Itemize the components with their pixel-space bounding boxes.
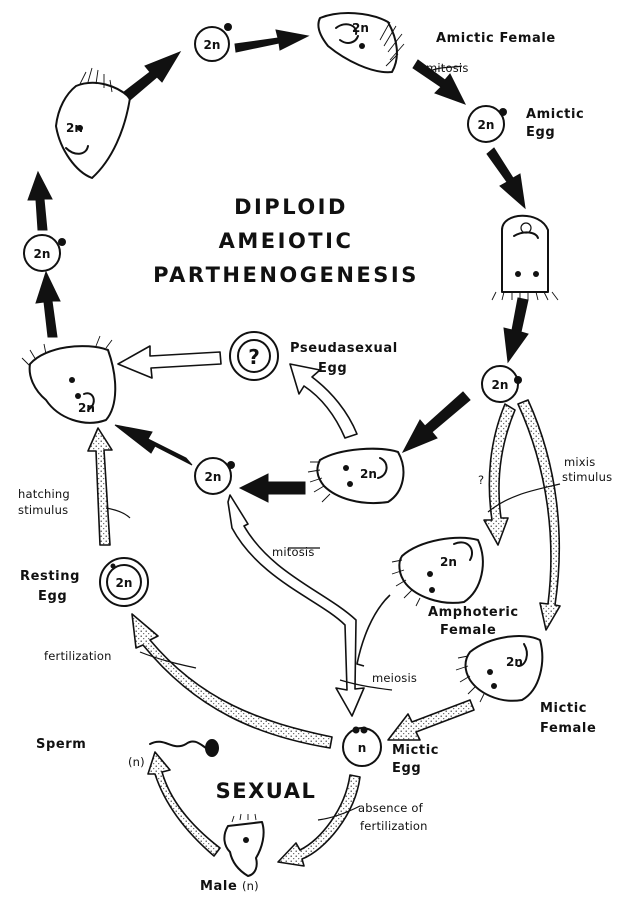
- label-resting-egg-2: Egg: [38, 589, 67, 604]
- arrow-amictic-egg-to-embryo: [487, 148, 525, 208]
- title-line-1: DIPLOID: [234, 195, 348, 219]
- amictic-female-top-ploidy: 2n: [352, 21, 369, 35]
- arrow-pseudosexual-to-female: [118, 346, 221, 378]
- embryo-right: [492, 216, 558, 300]
- arrow-egg-to-female-lower: [403, 392, 470, 452]
- amictic-egg: 2n: [468, 106, 507, 142]
- label-pseudosexual-2: Egg: [318, 361, 347, 376]
- label-absence-2: fertilization: [360, 819, 428, 833]
- label-meiosis: meiosis: [372, 671, 417, 685]
- label-resting-egg-1: Resting: [20, 569, 80, 584]
- arrow-mictic-female-to-mictic-egg: [388, 700, 474, 740]
- arrow-mictic-egg-to-resting-egg: [132, 614, 332, 748]
- amphoteric-female-ploidy: 2n: [440, 555, 457, 569]
- arrow-male-to-sperm: [148, 752, 220, 856]
- egg-center-lower-ploidy: 2n: [205, 470, 222, 484]
- resting-egg: 2n: [100, 558, 148, 606]
- label-sperm-n: (n): [128, 755, 145, 769]
- diagram-title: DIPLOID AMEIOTIC PARTHENOGENESIS: [153, 195, 419, 287]
- label-sperm: Sperm: [36, 737, 86, 752]
- title-line-3: PARTHENOGENESIS: [153, 263, 419, 287]
- arrow-egg-to-mictic-female: [518, 400, 560, 630]
- label-mixis-2: stimulus: [562, 470, 612, 484]
- arrow-female-to-egg-upper: [124, 52, 180, 100]
- arrow-egg-to-amictic-female: [235, 30, 308, 52]
- egg-left-ploidy: 2n: [34, 247, 51, 261]
- egg-right-lower-ploidy: 2n: [492, 378, 509, 392]
- mictic-female-ploidy: 2n: [506, 655, 523, 669]
- label-pseudosexual-1: Pseudasexual: [290, 341, 398, 356]
- egg-left: 2n: [24, 235, 66, 271]
- egg-right-lower: 2n: [482, 366, 522, 402]
- amphoteric-female: 2n: [392, 538, 483, 606]
- title-line-2: AMEIOTIC: [219, 229, 354, 253]
- arrow-egg-to-female-upper-left: [28, 172, 52, 230]
- label-male: Male: [200, 879, 237, 894]
- label-amictic-egg-1: Amictic: [526, 107, 584, 122]
- amictic-egg-ploidy: 2n: [478, 118, 495, 132]
- label-amictic-egg-2: Egg: [526, 125, 555, 140]
- female-upper-left: 2n: [56, 68, 130, 178]
- female-upper-left-ploidy: 2n: [66, 121, 83, 135]
- label-amphoteric-1: Amphoteric: [428, 605, 519, 620]
- pseudosexual-egg-symbol: ?: [248, 345, 260, 369]
- male: [224, 814, 263, 876]
- female-center-lower: 2n: [308, 449, 403, 503]
- mictic-egg-ploidy: n: [358, 741, 367, 755]
- arrow-mitosis-to-mictic-egg: [228, 495, 364, 716]
- label-mictic-female-1: Mictic: [540, 701, 587, 716]
- egg-top: 2n: [195, 23, 232, 61]
- arrow-egg-to-female-left: [115, 425, 192, 465]
- label-mitosis-top: mitosis: [426, 61, 469, 75]
- sperm: [150, 739, 219, 757]
- egg-center-lower: 2n: [195, 458, 235, 494]
- arrow-resting-egg-to-female: [88, 428, 112, 545]
- label-hatching-1: hatching: [18, 487, 70, 501]
- label-mictic-egg-1: Mictic: [392, 743, 439, 758]
- label-mictic-female-2: Female: [540, 721, 596, 736]
- label-fertilization: fertilization: [44, 649, 112, 663]
- mictic-egg: n: [343, 727, 381, 767]
- female-center-lower-ploidy: 2n: [360, 467, 377, 481]
- label-male-n: (n): [242, 879, 259, 893]
- female-left-ploidy: 2n: [78, 401, 95, 415]
- label-mixis-1: mixis: [564, 455, 595, 469]
- label-mitosis-mid: mitosis: [272, 545, 315, 559]
- label-hatching-2: stimulus: [18, 503, 68, 517]
- resting-egg-ploidy: 2n: [116, 576, 133, 590]
- mictic-female: 2n: [456, 636, 542, 702]
- label-amphoteric-2: Female: [440, 623, 496, 638]
- amictic-female-top: 2n: [318, 13, 404, 72]
- leader-lines: [106, 66, 560, 820]
- label-amictic-female: Amictic Female: [436, 31, 556, 46]
- arrow-embryo-to-egg: [504, 298, 528, 362]
- arrow-female-to-egg-left: [36, 272, 60, 337]
- label-absence-1: absence of: [358, 801, 424, 815]
- label-mictic-egg-2: Egg: [392, 761, 421, 776]
- pseudosexual-egg: ?: [230, 332, 278, 380]
- arrow-amphoteric-branch: [357, 595, 390, 666]
- label-question: ?: [478, 473, 484, 487]
- arrow-female-to-egg-lower: [240, 474, 305, 502]
- sexual-label: SEXUAL: [216, 779, 317, 803]
- female-left: 2n: [22, 336, 115, 423]
- arrow-egg-to-amphoteric-female: [484, 404, 515, 545]
- egg-top-ploidy: 2n: [204, 38, 221, 52]
